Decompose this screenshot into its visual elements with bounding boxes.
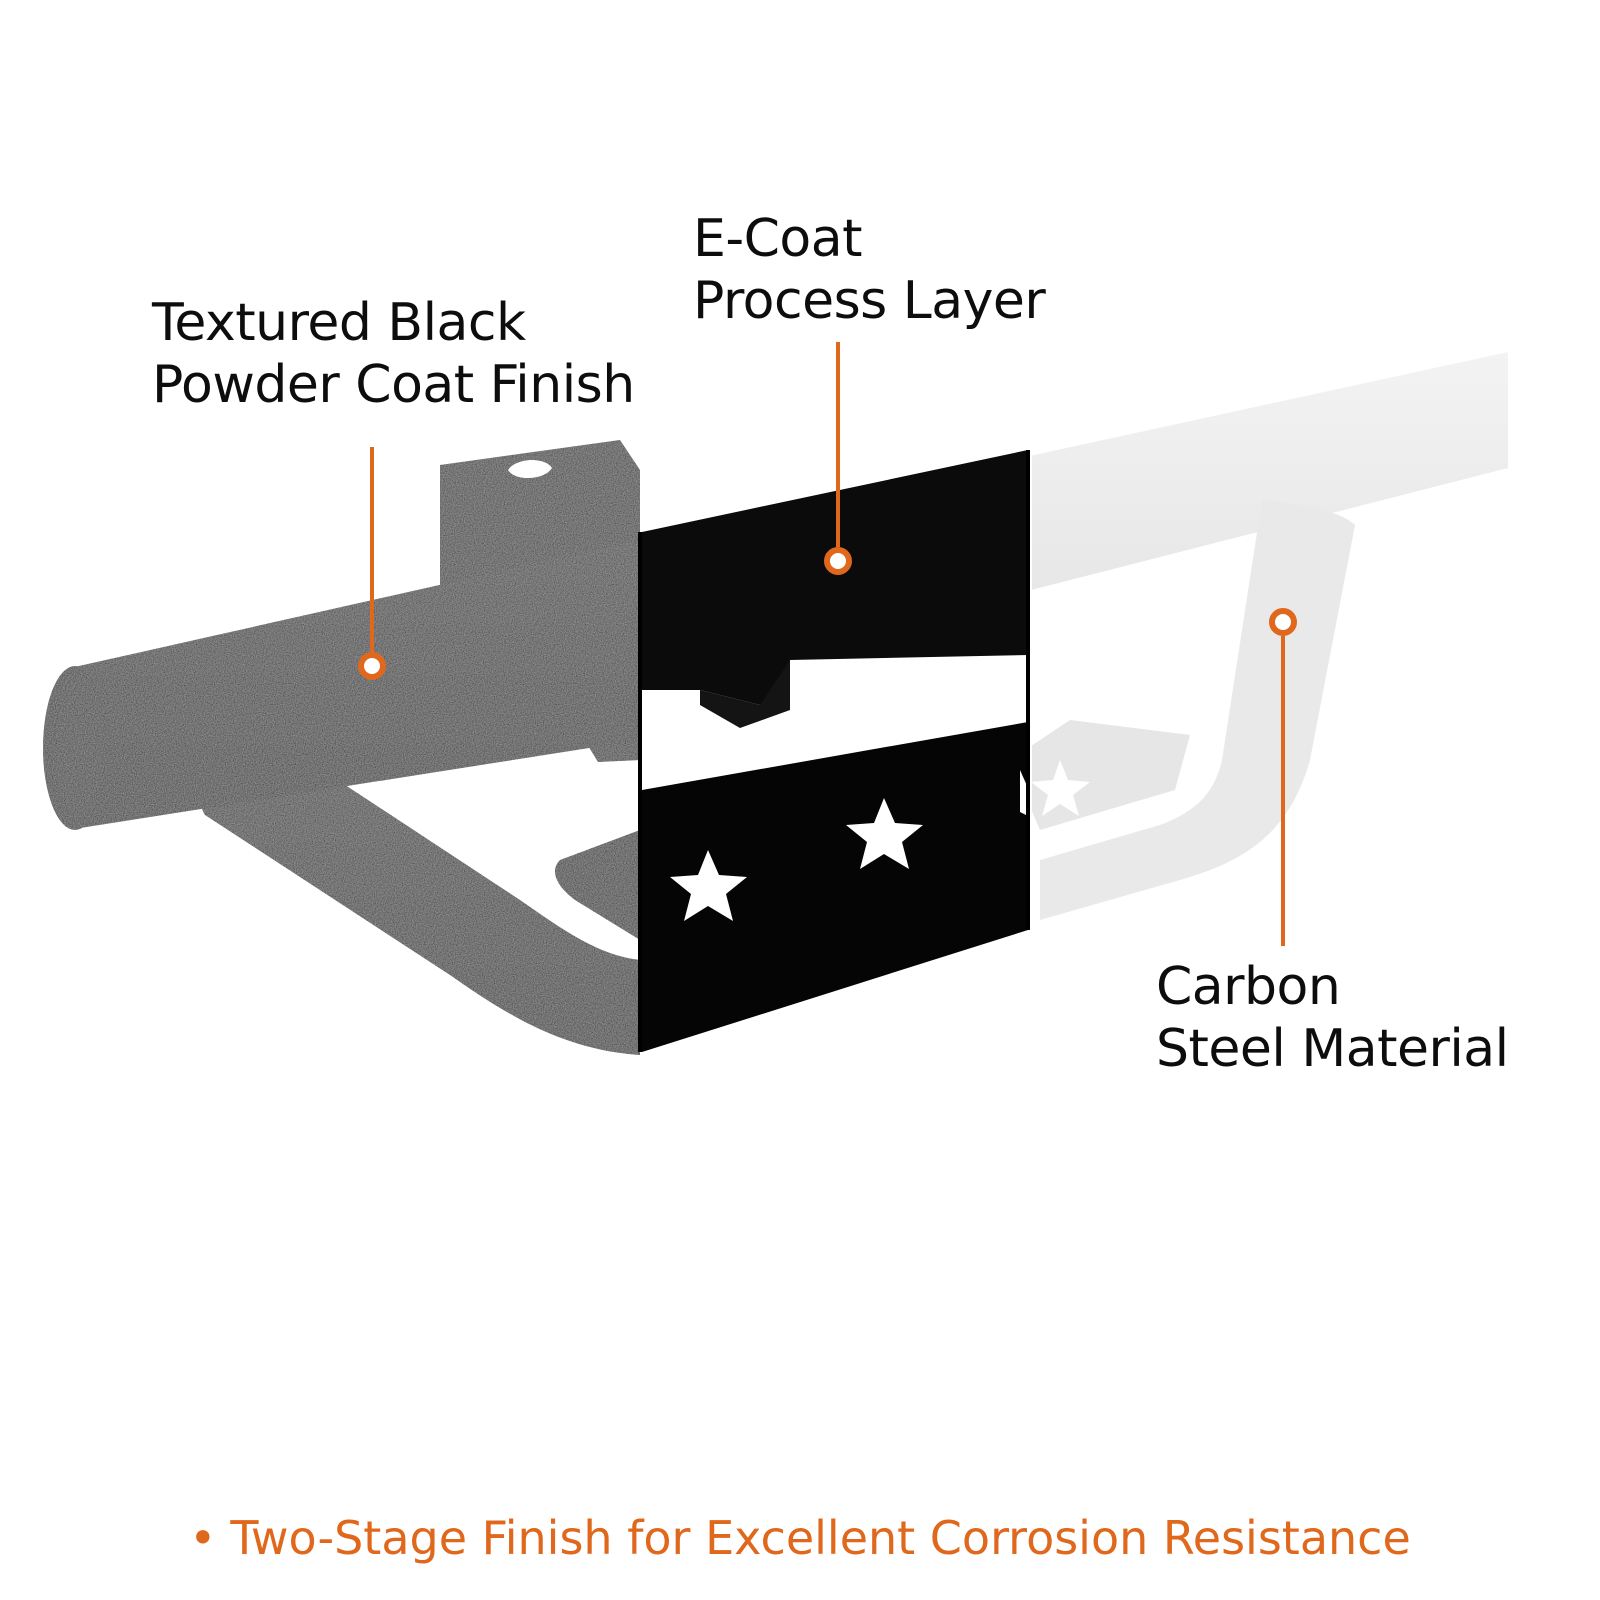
- tagline-bullet: •: [189, 1511, 217, 1565]
- bare-steel-section: [1032, 352, 1508, 920]
- callout-carbon-steel-line2: Steel Material: [1156, 1019, 1509, 1079]
- powder-coat-section: [43, 440, 640, 1055]
- tagline: •Two-Stage Finish for Excellent Corrosio…: [0, 1510, 1600, 1566]
- callout-powder-coat: Textured Black Powder Coat Finish: [152, 292, 635, 416]
- tagline-text: Two-Stage Finish for Excellent Corrosion…: [230, 1511, 1411, 1565]
- leader-dot-carbon: [1269, 608, 1297, 636]
- callout-ecoat-line2: Process Layer: [693, 271, 1046, 331]
- ecoat-section: [642, 450, 1032, 1052]
- callout-powder-coat-line2: Powder Coat Finish: [152, 355, 635, 415]
- leader-dot-powder: [358, 652, 386, 680]
- callout-ecoat: E-Coat Process Layer: [693, 208, 1046, 332]
- leader-dot-ecoat: [824, 547, 852, 575]
- callout-powder-coat-line1: Textured Black: [152, 293, 526, 353]
- callout-ecoat-line1: E-Coat: [693, 209, 863, 269]
- callout-carbon-steel-line1: Carbon: [1156, 957, 1341, 1017]
- callout-carbon-steel: Carbon Steel Material: [1156, 956, 1509, 1080]
